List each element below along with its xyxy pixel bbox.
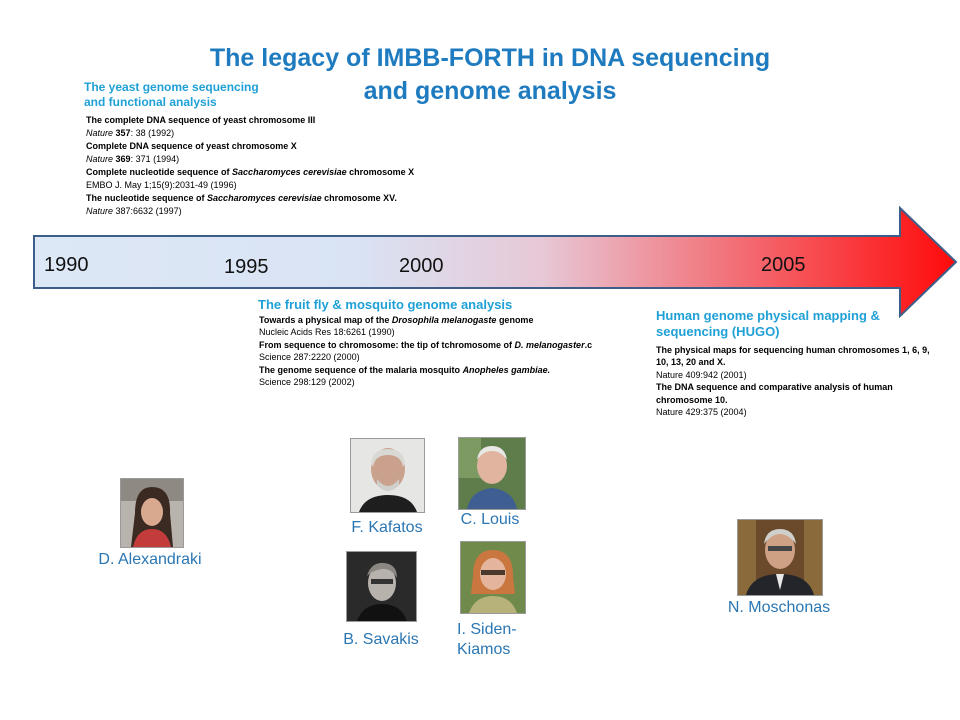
fly-section-heading: The fruit fly & mosquito genome analysis [258, 297, 513, 312]
yeast-references: The complete DNA sequence of yeast chrom… [86, 114, 414, 218]
yeast-ref-2-citation: Nature 369: 371 (1994) [86, 154, 180, 164]
caption-siden-kiamos: I. Siden- Kiamos [440, 620, 530, 660]
yeast-heading-line2: and functional analysis [84, 95, 217, 109]
caption-louis: C. Louis [460, 511, 520, 528]
caption-siden-kiamos-line1: I. Siden- [457, 621, 517, 638]
human-ref-2-title-line2: chromosome 10. [656, 394, 728, 405]
yeast-heading-line1: The yeast genome sequencing [84, 80, 259, 94]
human-ref-2-title-line1: The DNA sequence and comparative analysi… [656, 382, 893, 393]
fly-ref-1-title: Towards a physical map of the Drosophila… [259, 315, 534, 325]
yeast-section-heading: The yeast genome sequencing and function… [84, 80, 259, 110]
year-1990: 1990 [44, 254, 89, 276]
yeast-ref-4-title: The nucleotide sequence of Saccharomyces… [86, 193, 397, 203]
year-2000: 2000 [399, 255, 444, 277]
caption-kafatos: F. Kafatos [351, 519, 423, 536]
slide-title: The legacy of IMBB-FORTH in DNA sequenci… [209, 44, 771, 72]
human-heading-line2: sequencing (HUGO) [656, 324, 780, 339]
human-section-heading: Human genome physical mapping & sequenci… [656, 308, 880, 340]
fly-ref-3-title: The genome sequence of the malaria mosqu… [259, 364, 551, 375]
fly-references: Towards a physical map of the Drosophila… [259, 314, 592, 388]
fly-ref-2-title: From sequence to chromosome: the tip of … [259, 339, 593, 350]
portrait-kafatos [350, 438, 425, 513]
caption-savakis: B. Savakis [343, 631, 419, 648]
portrait-louis [458, 437, 526, 510]
yeast-ref-3-citation: EMBO J. May 1;15(9):2031-49 (1996) [86, 180, 237, 190]
caption-siden-kiamos-line2: Kiamos [457, 641, 511, 658]
yeast-ref-1-citation: Nature 357: 38 (1992) [86, 128, 175, 138]
portrait-savakis [346, 551, 417, 622]
yeast-ref-2-title: Complete DNA sequence of yeast chromosom… [86, 141, 297, 151]
year-2005: 2005 [761, 254, 806, 276]
human-ref-1-title-line2: 10, 13, 20 and X. [656, 357, 726, 368]
fly-ref-1-citation: Nucleic Acids Res 18:6261 (1990) [259, 327, 395, 338]
human-heading-line1: Human genome physical mapping & [656, 308, 880, 323]
yeast-ref-4-citation: Nature 387:6632 (1997) [86, 206, 182, 216]
caption-moschonas: N. Moschonas [727, 599, 831, 616]
human-references: The physical maps for sequencing human c… [656, 344, 930, 418]
portrait-alexandraki [120, 478, 184, 548]
timeline-arrow-shape [33, 205, 958, 319]
yeast-ref-3-title: Complete nucleotide sequence of Saccharo… [86, 167, 415, 177]
human-ref-1-citation: Nature 409:942 (2001) [656, 369, 747, 380]
yeast-ref-1-title: The complete DNA sequence of yeast chrom… [86, 115, 316, 125]
slide-title-line2: and genome analysis [363, 77, 617, 105]
portrait-moschonas [737, 519, 823, 596]
caption-alexandraki: D. Alexandraki [98, 551, 202, 568]
human-ref-1-title-line1: The physical maps for sequencing human c… [656, 345, 930, 355]
fly-ref-3-citation: Science 298:129 (2002) [259, 377, 355, 388]
portrait-siden-kiamos [460, 541, 526, 614]
year-1995: 1995 [224, 256, 269, 278]
human-ref-2-citation: Nature 429:375 (2004) [656, 407, 747, 418]
fly-ref-2-citation: Science 287:2220 (2000) [259, 352, 360, 363]
